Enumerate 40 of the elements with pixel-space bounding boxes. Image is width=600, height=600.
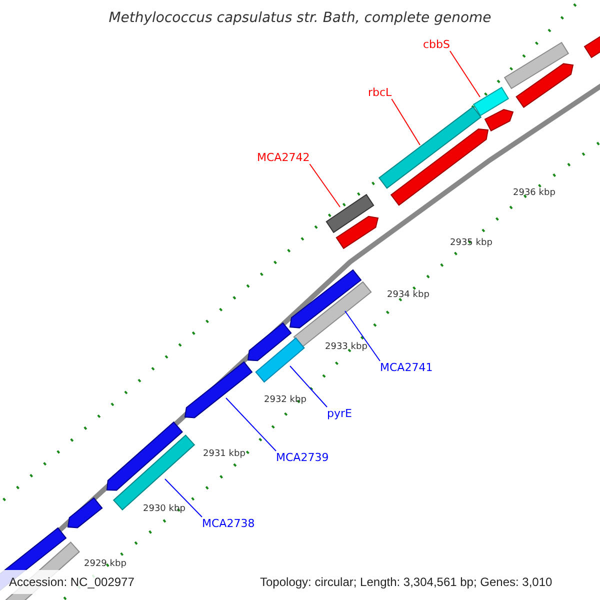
scale-label: 2931 kbp — [203, 449, 246, 459]
leader-line — [450, 50, 480, 98]
gene-feature-pointed — [336, 216, 379, 250]
scale-label: 2933 kbp — [325, 342, 368, 352]
gene-label: MCA2741 — [380, 361, 433, 374]
gene-feature — [378, 106, 482, 189]
leader-line — [226, 398, 276, 452]
gene-label: pyrE — [327, 407, 352, 420]
gene-label: MCA2742 — [257, 151, 310, 164]
leader-line — [164, 478, 202, 518]
leader-line — [391, 98, 420, 146]
gene-feature — [255, 337, 305, 383]
gene-feature-pointed — [484, 108, 514, 132]
footer-text: Accession: NC_002977 — [9, 575, 134, 589]
scale-label: 2936 kbp — [513, 188, 556, 198]
gene-feature-pointed — [247, 322, 292, 362]
gene-feature-pointed — [106, 421, 183, 491]
leader-line — [290, 366, 328, 408]
gene-feature-pointed — [516, 63, 574, 108]
gene-feature-pointed — [184, 361, 253, 418]
scale-label: 2934 kbp — [387, 290, 430, 300]
leader-line — [309, 164, 340, 208]
gene-feature-pointed — [584, 36, 600, 58]
gene-label: MCA2739 — [276, 451, 329, 464]
footer-text: Topology: circular; Length: 3,304,561 bp; Genes: 3,010 — [260, 575, 552, 589]
scale-label: 2930 kbp — [143, 504, 186, 514]
title: Methylococcus capsulatus str. Bath, complete genome — [108, 10, 492, 26]
gene-feature-pointed — [390, 128, 489, 206]
gene-feature — [326, 194, 374, 234]
scale-label: 2929 kbp — [84, 559, 126, 569]
gene-feature — [504, 42, 570, 90]
leader-line — [344, 310, 380, 362]
gene-feature — [472, 86, 510, 116]
gene-feature-pointed — [67, 497, 103, 528]
scale-label: 2932 kbp — [264, 395, 306, 405]
gene-label: rbcL — [368, 86, 392, 99]
gene-label: cbbS — [423, 38, 450, 51]
gene-label: MCA2738 — [202, 517, 255, 530]
scale-label: 2935 kbp — [450, 238, 492, 248]
gene-feature-pointed — [289, 269, 362, 328]
